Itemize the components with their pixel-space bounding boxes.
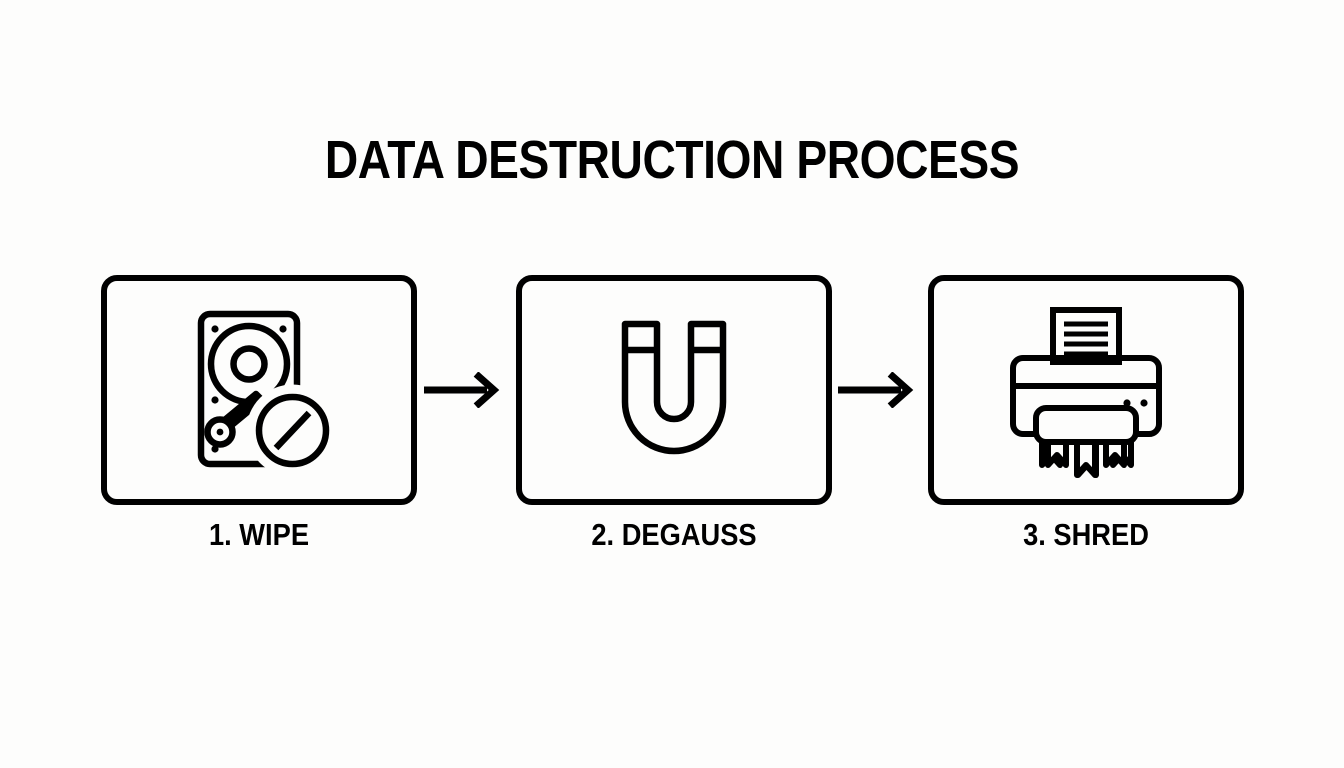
page-title: DATA DESTRUCTION PROCESS (324, 130, 1020, 190)
process-step-shred[interactable]: 3. SHRED (928, 275, 1244, 550)
step-label-shred: 3. SHRED (1023, 517, 1149, 552)
hard-drive-disabled-icon (107, 281, 411, 499)
step-box-shred[interactable] (928, 275, 1244, 505)
step-box-wipe[interactable] (101, 275, 417, 505)
horseshoe-magnet-icon (522, 281, 826, 499)
paper-shredder-icon (934, 281, 1238, 499)
step-box-degauss[interactable] (516, 275, 832, 505)
step-label-wipe: 1. WIPE (208, 517, 310, 552)
arrow-right-icon-2 (838, 371, 916, 409)
arrow-right-icon (424, 371, 502, 409)
step-label-degauss: 2. DEGAUSS (591, 517, 757, 552)
process-step-wipe[interactable]: 1. WIPE (101, 275, 417, 550)
process-step-degauss[interactable]: 2. DEGAUSS (516, 275, 832, 550)
